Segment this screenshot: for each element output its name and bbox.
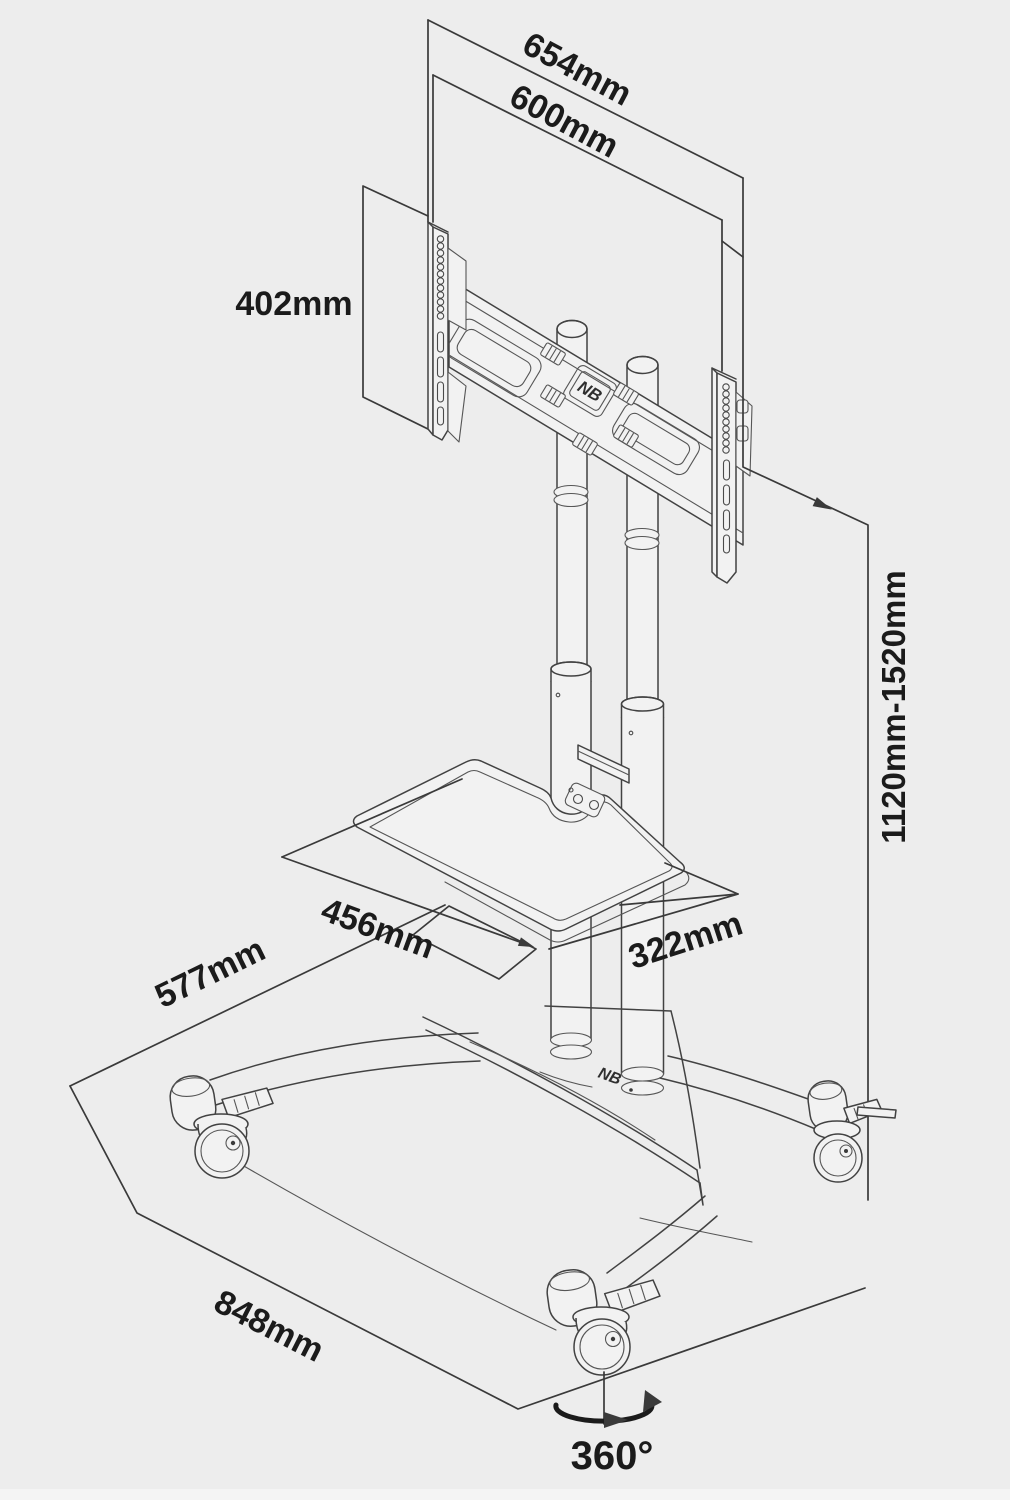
base-leg-east <box>659 1055 823 1131</box>
plane-654-top-edge <box>427 19 744 179</box>
label-caster-swivel: 360° <box>571 1434 654 1478</box>
measurement-planes <box>362 19 744 432</box>
bracket-crossbar: NB <box>446 278 744 546</box>
swivel-arrow-head-2 <box>604 1412 628 1428</box>
left-rail-holes <box>436 235 445 320</box>
shelf-depth-arrow <box>517 937 535 948</box>
right-rail-slots <box>722 459 731 554</box>
caster-south-wheel <box>573 1318 631 1376</box>
label-height-range: 1120mm-1520mm <box>875 570 912 843</box>
cart-base: NB <box>169 1005 897 1376</box>
media-shelf <box>352 758 690 943</box>
crossbar-body <box>448 278 744 546</box>
column-strut <box>577 744 630 784</box>
caster-west-wheel <box>194 1123 250 1179</box>
right-vesa-rail <box>711 367 753 584</box>
shelf-depth-line-456 <box>281 856 529 946</box>
shelf-quad-corner-line <box>619 893 739 906</box>
front-column-tube-cap <box>556 319 588 339</box>
base-dimension-lines <box>69 904 866 1410</box>
left-rail-slots <box>436 331 445 426</box>
height-dimension-line <box>742 177 869 1201</box>
column-strut-line <box>577 750 630 776</box>
shelf-mount-bracket <box>564 782 606 818</box>
crossbar-left-slot <box>446 318 542 398</box>
crossbar-right-slot <box>612 402 700 476</box>
caster-east-axle-pin <box>856 1106 897 1119</box>
height-dimension <box>742 177 869 1201</box>
left-vesa-rail <box>427 221 467 443</box>
rear-column-clamp <box>624 527 660 551</box>
shelf-dimension-lines <box>281 778 739 980</box>
label-vesa-height: 402mm <box>235 285 352 323</box>
base-brand: NB <box>539 1065 633 1092</box>
caster-west-brake <box>221 1087 274 1119</box>
vesa-rails <box>427 221 753 584</box>
swivel-indicator <box>553 1371 662 1428</box>
caster-south <box>546 1269 661 1376</box>
base-plate-edge <box>229 1157 557 1331</box>
base-footprint-outline <box>69 1085 866 1410</box>
brand-base-logo: NB <box>596 1065 624 1089</box>
plane-600-top-edge <box>432 74 723 221</box>
crossbar-top-groove <box>448 290 744 470</box>
column-section-marker <box>412 905 537 980</box>
base-leg-south <box>606 1195 718 1292</box>
shelf-quad-nw-edge <box>281 778 463 858</box>
base-depth-line-577 <box>69 904 446 1087</box>
shelf-edge-thickness <box>444 871 690 943</box>
caster-east-wheel <box>813 1133 863 1183</box>
left-rail-lower-flange <box>447 371 467 443</box>
height-arrow <box>812 497 832 510</box>
crossbar-clips <box>540 342 639 456</box>
front-column-clamp <box>553 484 589 508</box>
caster-west <box>169 1075 274 1179</box>
tv-cart: NB <box>352 221 753 1096</box>
caster-east <box>807 1080 897 1183</box>
plane-402 <box>362 185 433 432</box>
plane-link-line <box>721 240 744 258</box>
right-rail-holes <box>722 383 730 454</box>
swivel-arrow-head <box>643 1390 662 1412</box>
left-rail-upper-flange <box>447 247 467 331</box>
background-footer-strip <box>0 1489 1010 1500</box>
rear-column-tube-cap <box>626 355 659 375</box>
